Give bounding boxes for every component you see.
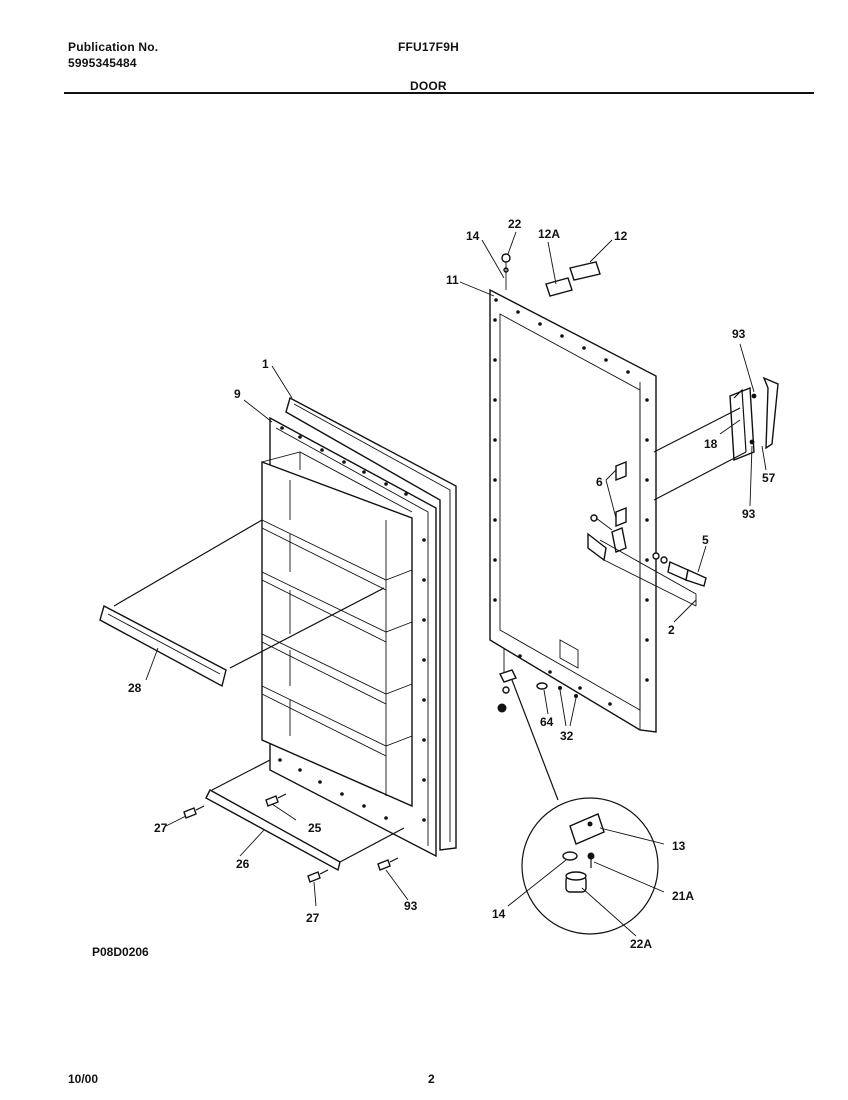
callout-27a: 27 bbox=[154, 821, 168, 835]
screw-93b bbox=[751, 393, 757, 399]
lock-latch bbox=[611, 527, 627, 553]
screw-32b bbox=[574, 694, 578, 698]
label-12a bbox=[545, 277, 573, 297]
lock-cylinder bbox=[652, 552, 707, 587]
door-liner-assembly bbox=[99, 396, 457, 883]
screw-25 bbox=[265, 793, 287, 807]
callout-27b: 27 bbox=[306, 911, 320, 925]
callout-25: 25 bbox=[308, 821, 322, 835]
figure-code: P08D0206 bbox=[92, 945, 149, 959]
callout-2: 2 bbox=[668, 623, 675, 637]
footer-date: 10/00 bbox=[68, 1072, 99, 1086]
callout-12a: 12A bbox=[538, 227, 560, 241]
callout-5: 5 bbox=[702, 533, 709, 547]
callout-13: 13 bbox=[672, 839, 686, 853]
callout-28: 28 bbox=[128, 681, 142, 695]
callout-11: 11 bbox=[446, 273, 459, 287]
liner-screw-holes bbox=[278, 426, 426, 822]
hinge-pin-22a-detail bbox=[565, 871, 587, 893]
screw-27b bbox=[307, 869, 329, 883]
spacer-64 bbox=[536, 682, 548, 690]
callout-14b: 14 bbox=[492, 907, 506, 921]
callout-32: 32 bbox=[560, 729, 574, 743]
door-screw-holes bbox=[493, 298, 649, 706]
publication-label: Publication No. bbox=[68, 40, 159, 54]
outer-door-assembly bbox=[489, 253, 779, 801]
lock-screw bbox=[590, 514, 598, 522]
callout-9: 9 bbox=[234, 387, 241, 401]
callout-18: 18 bbox=[704, 437, 718, 451]
screw-93c bbox=[749, 439, 755, 445]
callout-22: 22 bbox=[508, 217, 522, 231]
page-number: 2 bbox=[428, 1072, 435, 1086]
callout-1: 1 bbox=[262, 357, 269, 371]
hinge-detail-view bbox=[521, 797, 659, 935]
screw-32a bbox=[558, 686, 562, 690]
section-title: DOOR bbox=[410, 79, 447, 93]
door-handle bbox=[729, 386, 755, 462]
publication-number: 5995345484 bbox=[68, 56, 137, 70]
callout-93a: 93 bbox=[404, 899, 418, 913]
lock-bracket-top bbox=[615, 460, 627, 482]
lock-bracket-bottom bbox=[615, 506, 627, 528]
callout-14a: 14 bbox=[466, 229, 480, 243]
callout-labels: 1 9 28 27 25 26 27 93 14 22 12A 12 11 93… bbox=[128, 217, 776, 951]
header-rule bbox=[64, 92, 814, 94]
callout-12: 12 bbox=[614, 229, 628, 243]
callout-26: 26 bbox=[236, 857, 250, 871]
hinge-bracket-13 bbox=[569, 813, 605, 845]
door-gasket bbox=[285, 396, 457, 851]
hinge-pin-22 bbox=[501, 253, 511, 263]
callout-93c: 93 bbox=[742, 507, 756, 521]
washer-14-detail bbox=[562, 851, 578, 861]
handle-trim bbox=[762, 376, 779, 450]
screw-93a bbox=[377, 857, 399, 871]
callout-21a: 21A bbox=[672, 889, 694, 903]
label-12 bbox=[569, 261, 601, 281]
callout-6: 6 bbox=[596, 475, 603, 489]
door-shelves bbox=[261, 480, 413, 757]
callout-22a: 22A bbox=[630, 937, 652, 951]
callout-93b: 93 bbox=[732, 327, 746, 341]
screw-27a bbox=[183, 805, 205, 819]
shelf-rail-top bbox=[99, 604, 227, 688]
door-shelf-cavity bbox=[261, 460, 413, 808]
leader-lines bbox=[145, 231, 767, 937]
callout-57: 57 bbox=[762, 471, 776, 485]
outer-door-panel bbox=[489, 288, 657, 733]
shelf-rail-bottom bbox=[205, 789, 341, 872]
screw-21a-detail bbox=[587, 852, 595, 868]
bottom-hinge-stack bbox=[497, 648, 517, 713]
model-number: FFU17F9H bbox=[398, 40, 459, 54]
callout-64: 64 bbox=[540, 715, 554, 729]
